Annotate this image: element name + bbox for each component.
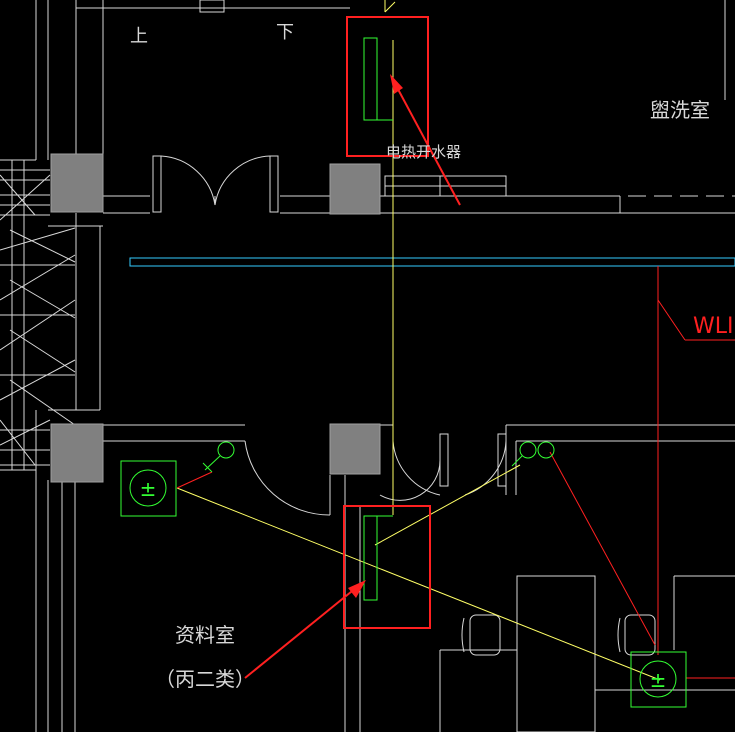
column-top-left xyxy=(50,153,104,213)
wire-socket-left-to-right xyxy=(176,487,661,681)
doors xyxy=(152,155,656,656)
column-bottom-left xyxy=(50,423,104,483)
highlight-box-water-heater xyxy=(346,16,429,157)
stair-railing xyxy=(0,159,76,471)
archive-class-label: （丙二类） xyxy=(155,667,255,691)
washroom-label: 盥洗室 xyxy=(650,98,710,122)
wall-lines xyxy=(35,0,735,732)
red-wiring xyxy=(176,266,735,679)
water-heater-label: 电热开水器 xyxy=(386,143,461,161)
archive-room-label: 资料室 xyxy=(175,623,235,647)
light-switch-right-icon-b[interactable] xyxy=(537,441,555,459)
distribution-panel-device[interactable] xyxy=(363,515,378,601)
column-top-middle xyxy=(329,163,381,215)
text-labels: 上 下 盥洗室 电热开水器 WLI 资料室 （丙二类） xyxy=(130,22,734,691)
socket-left-box[interactable] xyxy=(120,460,177,517)
socket-left-icon xyxy=(129,469,167,507)
socket-left-symbol: ± xyxy=(140,477,157,501)
chair-right xyxy=(624,614,656,656)
cyan-duct xyxy=(129,257,735,267)
wire-switch-to-panel xyxy=(374,464,521,546)
light-switch-right-icon-a[interactable] xyxy=(519,441,537,459)
socket-right-symbol: ± xyxy=(650,668,667,692)
socket-right-icon xyxy=(639,660,677,698)
chair-left xyxy=(469,614,501,656)
highlight-box-panel xyxy=(343,505,431,629)
green-devices xyxy=(120,37,687,708)
arrow-to-water-heater xyxy=(391,77,461,206)
stair-down-label: 下 xyxy=(276,22,294,43)
water-heater-device[interactable] xyxy=(363,37,378,121)
stair-up-label: 上 xyxy=(130,26,148,47)
socket-symbols: ± ± xyxy=(140,477,667,692)
circuit-label: WLI xyxy=(693,314,734,339)
annotations xyxy=(244,16,461,679)
yellow-wiring xyxy=(176,0,661,681)
arrow-to-panel xyxy=(244,582,363,679)
light-switch-left-icon[interactable] xyxy=(217,441,235,459)
column-bottom-middle xyxy=(329,423,381,475)
columns xyxy=(50,153,381,483)
socket-right-box[interactable] xyxy=(630,651,687,708)
